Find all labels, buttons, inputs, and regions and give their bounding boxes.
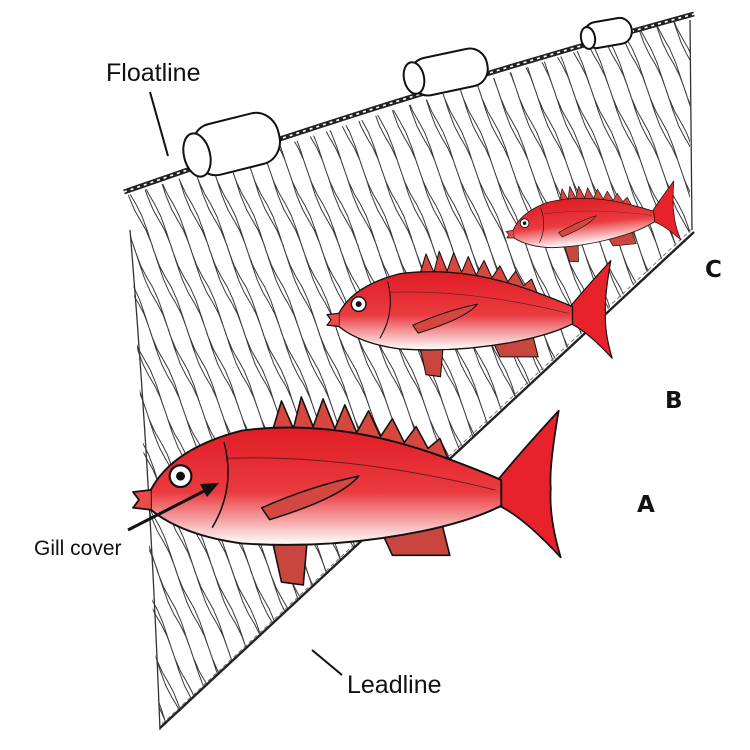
gill-cover-arrow (127, 486, 211, 532)
net-right-edge (689, 19, 693, 231)
floatline-label: Floatline (106, 59, 201, 87)
gill-cover-arrowhead (200, 483, 219, 497)
fish-label-a: A (637, 492, 655, 518)
net-float-icon (182, 111, 281, 178)
floatline-leader (149, 91, 169, 157)
net-float-icon (579, 16, 633, 50)
net-float-icon (402, 47, 489, 97)
net-left-edge (129, 229, 161, 731)
fish-label-b: B (665, 388, 683, 414)
gill-cover-label: Gill cover (34, 537, 122, 560)
leadline-label: Leadline (347, 671, 442, 699)
leadline-leader (311, 649, 343, 676)
fish-label-c: C (705, 257, 722, 283)
